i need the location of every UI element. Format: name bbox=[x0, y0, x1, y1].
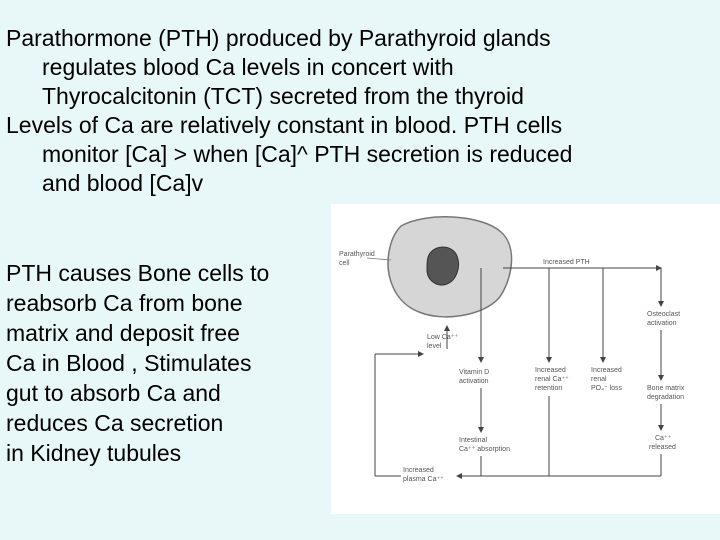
bone-degradation-label: Bone matrix bbox=[647, 385, 685, 392]
renal-po4-label: PO₄⁻ loss bbox=[591, 385, 623, 392]
text-line: reabsorb Ca from bone bbox=[6, 290, 243, 316]
increased-pth-label: Increased PTH bbox=[543, 259, 590, 266]
renal-ca-label: retention bbox=[535, 385, 562, 392]
renal-ca-label: renal Ca⁺⁺ bbox=[535, 376, 569, 383]
renal-po4-label: Increased bbox=[591, 367, 622, 374]
osteoclast-label: Osteoclast bbox=[647, 311, 680, 318]
text-line: reduces Ca secretion bbox=[6, 410, 224, 436]
cell-nucleus bbox=[426, 246, 460, 286]
bone-degradation-label: degradation bbox=[647, 394, 684, 401]
paragraph-pth-production: Parathormone (PTH) produced by Parathyro… bbox=[6, 24, 718, 111]
text-line: Levels of Ca are relatively constant in … bbox=[6, 112, 563, 138]
paragraph-ca-levels: Levels of Ca are relatively constant in … bbox=[6, 111, 718, 198]
text-line: PTH causes Bone cells to bbox=[6, 260, 270, 286]
cell-label: cell bbox=[339, 260, 350, 267]
osteoclast-label: activation bbox=[647, 320, 677, 327]
text-line: in Kidney tubules bbox=[6, 440, 182, 466]
paragraph-pth-effects: PTH causes Bone cells to reabsorb Ca fro… bbox=[6, 258, 326, 468]
ca-released-label: released bbox=[649, 444, 676, 451]
diagram-svg: Parathyroid cell Increased PTH Low Ca⁺⁺ … bbox=[339, 216, 685, 483]
vitamin-d-label: Vitamin D bbox=[459, 369, 489, 376]
text-line: Ca in Blood , Stimulates bbox=[6, 350, 252, 376]
text-line: monitor [Ca] > when [Ca]^ PTH secretion … bbox=[42, 141, 573, 167]
renal-ca-label: Increased bbox=[535, 367, 566, 374]
text-line: matrix and deposit free bbox=[6, 320, 240, 346]
text-line: and blood [Ca]v bbox=[42, 170, 204, 196]
intestinal-label: Intestinal bbox=[459, 437, 487, 444]
low-ca-label: Low Ca⁺⁺ bbox=[427, 334, 458, 341]
text-line: gut to absorb Ca and bbox=[6, 380, 221, 406]
low-ca-label: level bbox=[427, 343, 442, 350]
renal-po4-label: renal bbox=[591, 376, 607, 383]
text-line: regulates blood Ca levels in concert wit… bbox=[42, 54, 454, 80]
plasma-ca-label: plasma Ca⁺⁺ bbox=[403, 476, 444, 483]
plasma-ca-label: Increased bbox=[403, 467, 434, 474]
intestinal-label: Ca⁺⁺ absorption bbox=[459, 446, 510, 453]
text-line: Thyrocalcitonin (TCT) secreted from the … bbox=[42, 83, 524, 109]
cell-label: Parathyroid bbox=[339, 251, 375, 258]
text-line: Parathormone (PTH) produced by Parathyro… bbox=[6, 25, 551, 51]
pth-regulation-diagram: Parathyroid cell Increased PTH Low Ca⁺⁺ … bbox=[331, 204, 720, 514]
vitamin-d-label: activation bbox=[459, 378, 489, 385]
ca-released-label: Ca⁺⁺ bbox=[655, 435, 672, 442]
